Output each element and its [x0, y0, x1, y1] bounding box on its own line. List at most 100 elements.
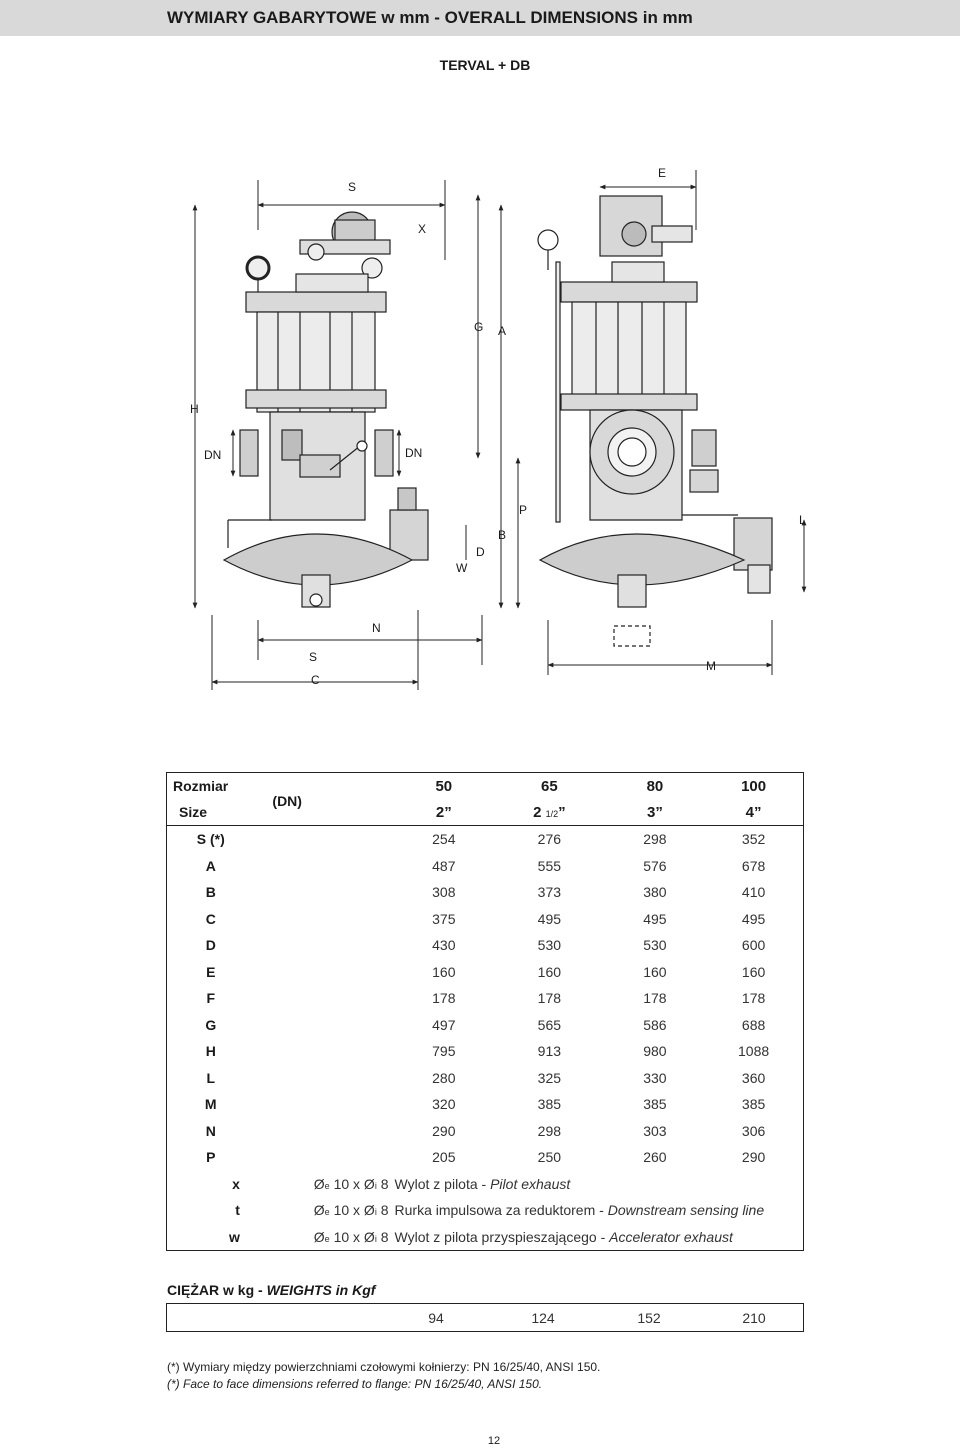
- header-dn-label: (DN): [272, 793, 302, 809]
- row-label: C: [205, 910, 216, 927]
- row-value: 178: [432, 990, 456, 1007]
- row-value: 330: [643, 1069, 667, 1086]
- header-bar: WYMIARY GABARYTOWE w mm - OVERALL DIMENS…: [0, 0, 960, 36]
- dim-label-w: W: [456, 561, 468, 575]
- row-value: 325: [537, 1069, 562, 1086]
- weights-row: 94 124 152 210: [166, 1303, 804, 1332]
- pipe-spec-part: 10 x Ø: [329, 1202, 375, 1219]
- pipe-description: Wylot z pilota - Pilot exhaust: [395, 1171, 804, 1198]
- pipe-spec-part: i: [374, 1180, 377, 1191]
- row-label: D: [205, 937, 216, 954]
- pipe-description-en: Downstream sensing line: [607, 1202, 765, 1219]
- row-value: 688: [741, 1016, 766, 1033]
- row-value: 250: [537, 1149, 562, 1166]
- pipe-spec-part: 10 x Ø: [329, 1228, 375, 1245]
- row-value: 495: [643, 910, 667, 927]
- dim-label-a: A: [498, 324, 506, 338]
- pipe-spec-part: 8: [376, 1202, 389, 1219]
- pipe-spec-part: e: [324, 1180, 330, 1191]
- drawing-subtitle: TERVAL + DB: [439, 57, 531, 73]
- row-label: M: [204, 1096, 217, 1113]
- row-value: 380: [643, 884, 667, 901]
- pipe-label: w: [228, 1228, 240, 1245]
- row-value: 385: [537, 1096, 562, 1113]
- row-label: L: [206, 1069, 216, 1086]
- inch-2-half-whole: 2: [533, 803, 542, 821]
- dimension-drawing: S X E G A H DN DN P L B D W N S C M: [190, 166, 807, 690]
- inch-2-half-close: ”: [558, 803, 566, 821]
- pipe-label: x: [232, 1175, 240, 1192]
- dn-80: 80: [646, 777, 664, 795]
- pipe-spec-part: i: [374, 1207, 377, 1218]
- table-row: D 430 530 530 600: [167, 932, 804, 959]
- row-label: S (*): [196, 831, 225, 848]
- row-value: 178: [741, 990, 766, 1007]
- row-label: F: [206, 990, 216, 1007]
- dim-label-h: H: [190, 402, 199, 416]
- row-value: 160: [537, 963, 562, 980]
- row-value: 280: [432, 1069, 456, 1086]
- pipe-spec-part: Ø: [313, 1202, 325, 1219]
- row-label: N: [205, 1122, 216, 1139]
- row-value: 497: [432, 1016, 456, 1033]
- dimensions-table: Rozmiar (DN) 50 65 80 100 Size 2” 2 1/2”…: [166, 772, 804, 1251]
- inch-2-half: 2 1/2”: [493, 799, 606, 826]
- dim-label-x: X: [418, 222, 426, 236]
- dim-label-e: E: [658, 166, 666, 180]
- row-value: 308: [432, 884, 456, 901]
- row-label: A: [205, 857, 216, 874]
- pipe-spec-part: 10 x Ø: [329, 1175, 375, 1192]
- pipe-description-pl: Wylot z pilota przyspieszającego -: [394, 1228, 610, 1245]
- header-dn: (DN): [260, 773, 395, 809]
- header-rozmiar: Rozmiar: [173, 778, 229, 794]
- row-label: P: [206, 1149, 216, 1166]
- weight-80: 152: [637, 1310, 661, 1326]
- row-value: 530: [537, 937, 562, 954]
- dim-label-d: D: [476, 545, 485, 559]
- row-value: 430: [432, 937, 456, 954]
- weights-title-en: WEIGHTS in Kgf: [266, 1282, 376, 1298]
- inch-2-half-fraction: 1/2: [545, 808, 559, 819]
- row-value: 530: [643, 937, 667, 954]
- weights-title: CIĘŻAR w kg - WEIGHTS in Kgf: [167, 1282, 375, 1298]
- row-value: 410: [741, 884, 766, 901]
- row-value: 555: [537, 857, 562, 874]
- dim-label-dn-right: DN: [405, 446, 422, 460]
- row-value: 600: [741, 937, 766, 954]
- row-value: 375: [432, 910, 456, 927]
- dim-label-b: B: [498, 528, 506, 542]
- row-value: 795: [432, 1043, 456, 1060]
- row-label: G: [205, 1016, 217, 1033]
- pipe-label: t: [235, 1202, 240, 1219]
- pipe-spec: Øe 10 x Øi 8: [260, 1171, 395, 1198]
- row-label: H: [205, 1043, 216, 1060]
- pipe-spec-part: 8: [376, 1175, 389, 1192]
- page-title: WYMIARY GABARYTOWE w mm - OVERALL DIMENS…: [167, 8, 693, 27]
- row-value: 678: [741, 857, 766, 874]
- pipe-description: Rurka impulsowa za reduktorem - Downstre…: [395, 1197, 804, 1224]
- pipe-description-pl: Rurka impulsowa za reduktorem -: [394, 1202, 608, 1219]
- row-value: 205: [432, 1149, 456, 1166]
- row-label: B: [205, 884, 216, 901]
- weight-65: 124: [531, 1310, 555, 1326]
- row-value: 565: [537, 1016, 562, 1033]
- pipe-description-en: Accelerator exhaust: [609, 1228, 733, 1245]
- row-value: 352: [741, 831, 766, 848]
- pipe-spec: Øe 10 x Øi 8: [260, 1224, 395, 1251]
- row-value: 178: [643, 990, 667, 1007]
- row-value: 160: [643, 963, 667, 980]
- row-value: 495: [537, 910, 562, 927]
- weight-50: 94: [428, 1310, 444, 1326]
- row-value: 980: [643, 1043, 667, 1060]
